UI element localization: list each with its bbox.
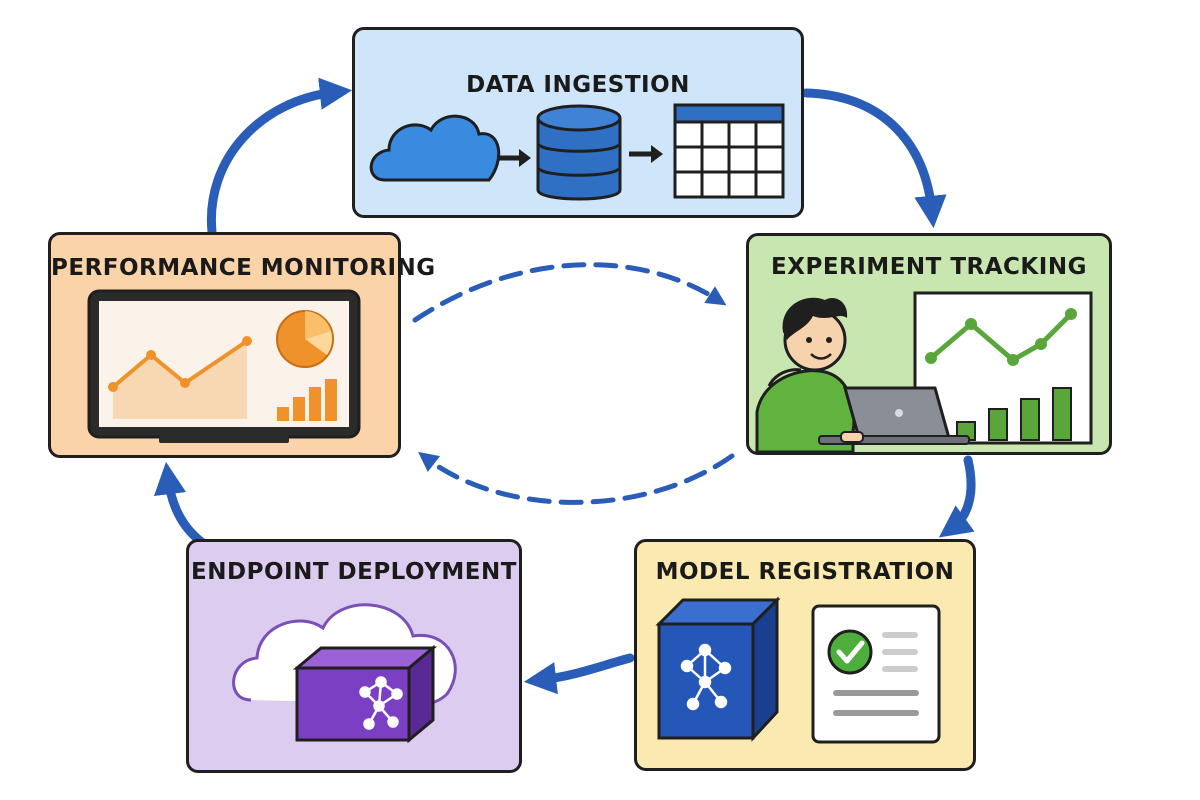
dashed-feedback-arrow-back (418, 451, 735, 505)
arrow-monitoring-to-ingestion (206, 77, 353, 237)
stage-title: DATA INGESTION (466, 72, 690, 98)
bar-chart-icon (277, 379, 337, 421)
arrow-deployment-to-monitoring (153, 461, 209, 549)
data-scientist-icon (755, 297, 856, 452)
stage-performance-monitoring: PERFORMANCE MONITORING (48, 232, 436, 458)
approved-document-icon (811, 604, 941, 744)
arrow-right-icon (629, 145, 663, 163)
dashed-feedback-arrow-forward (412, 262, 727, 323)
stage-model-registration: MODEL REGISTRATION (634, 539, 976, 771)
pie-chart-icon (276, 310, 334, 368)
stage-endpoint-deployment: ENDPOINT DEPLOYMENT (186, 539, 522, 773)
stage-title: EXPERIMENT TRACKING (771, 254, 1087, 280)
stage-experiment-tracking: EXPERIMENT TRACKING (746, 233, 1112, 455)
line-chart-icon (108, 336, 252, 419)
arrow-ingestion-to-experiment (801, 88, 947, 229)
arrow-experiment-to-registration (938, 455, 976, 538)
laptop-icon (818, 386, 970, 445)
stage-title: ENDPOINT DEPLOYMENT (191, 559, 517, 585)
table-icon (673, 103, 785, 199)
cloud-icon (369, 114, 501, 182)
model-cube-icon (655, 596, 781, 742)
arrow-right-icon (497, 149, 531, 167)
stage-title: MODEL REGISTRATION (655, 559, 955, 585)
database-icon (536, 104, 622, 201)
arrow-registration-to-deployment (523, 653, 635, 695)
stage-data-ingestion: DATA INGESTION (352, 27, 804, 218)
stage-title: PERFORMANCE MONITORING (51, 255, 436, 281)
deployed-model-cube-icon (292, 644, 438, 744)
